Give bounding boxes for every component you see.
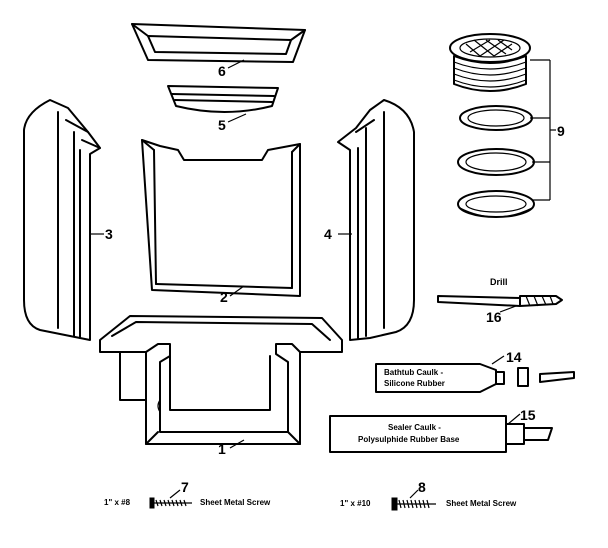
part-5-curved-trim: [167, 85, 279, 113]
part-1-base-receptor: [99, 315, 343, 445]
drain-gasket-1: [459, 105, 533, 131]
part-number-14: 14: [506, 349, 522, 365]
sealer-caulk-label-line1: Sealer Caulk -: [388, 423, 441, 432]
bathtub-caulk-label-line1: Bathtub Caulk -: [384, 368, 443, 377]
callout-8: 8: [409, 479, 426, 499]
callout-16: 16: [486, 305, 517, 325]
callout-5: 5: [218, 113, 247, 133]
drain-gasket-2: [457, 148, 535, 176]
callout-14: 14: [491, 349, 522, 365]
part-number-3: 3: [105, 226, 113, 242]
drain-locknut: [457, 190, 535, 218]
callout-3: 3: [90, 226, 113, 242]
part-16-drill-bit: Drill: [437, 277, 563, 307]
callout-9-bracket: 9: [530, 59, 565, 201]
callout-15: 15: [507, 407, 536, 425]
part-number-7: 7: [181, 479, 189, 495]
drill-label: Drill: [490, 277, 508, 287]
part-number-9: 9: [557, 123, 565, 139]
part-7-screw: 1" x #8 Sheet Metal Screw: [104, 497, 271, 509]
bathtub-caulk-label-line2: Silicone Rubber: [384, 379, 445, 388]
screw-7-name: Sheet Metal Screw: [200, 498, 271, 507]
part-8-screw: 1" x #10 Sheet Metal Screw: [340, 497, 517, 511]
part-3-left-side-panel: [23, 99, 101, 341]
part-15-sealer-caulk-tube: Sealer Caulk - Polysulphide Rubber Base: [329, 415, 553, 453]
callout-1: 1: [218, 439, 245, 457]
part-9-drain-assembly: [449, 33, 535, 218]
part-6-top-tray: [131, 23, 306, 63]
drain-strainer: [449, 33, 531, 92]
callout-6: 6: [218, 59, 245, 79]
part-number-8: 8: [418, 479, 426, 495]
part-4-right-side-panel: [337, 99, 415, 341]
part-number-6: 6: [218, 63, 226, 79]
sealer-caulk-label-line2: Polysulphide Rubber Base: [358, 435, 460, 444]
part-number-5: 5: [218, 117, 226, 133]
part-number-2: 2: [220, 289, 228, 305]
screw-7-size: 1" x #8: [104, 498, 131, 507]
part-number-1: 1: [218, 441, 226, 457]
screw-8-name: Sheet Metal Screw: [446, 499, 517, 508]
screw-8-size: 1" x #10: [340, 499, 371, 508]
callout-7: 7: [169, 479, 189, 499]
part-number-4: 4: [324, 226, 332, 242]
part-number-15: 15: [520, 407, 536, 423]
callout-4: 4: [324, 226, 352, 242]
part-number-16: 16: [486, 309, 502, 325]
callout-2: 2: [220, 285, 245, 305]
part-14-bathtub-caulk-tube: Bathtub Caulk - Silicone Rubber: [375, 363, 575, 393]
part-2-back-panel: [141, 139, 301, 297]
